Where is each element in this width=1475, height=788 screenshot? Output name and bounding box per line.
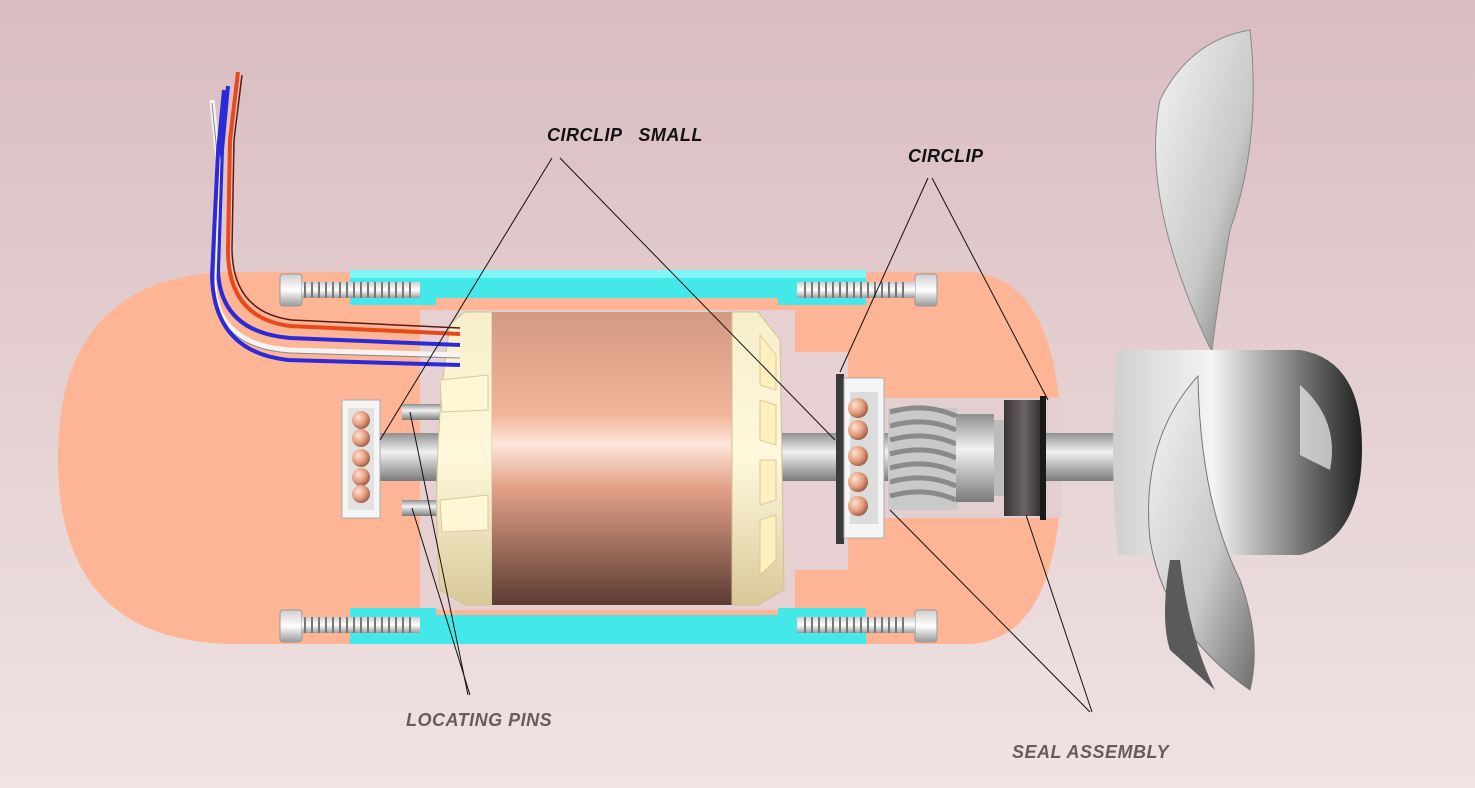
seal-spring xyxy=(888,405,958,510)
label-circlip-small: CIRCLIP SMALL xyxy=(547,125,703,145)
screw-top-left xyxy=(279,273,420,307)
leader-lines xyxy=(379,157,1093,713)
seal-ring xyxy=(1004,396,1046,520)
bearing-right xyxy=(836,374,885,544)
screw-bottom-left xyxy=(279,609,420,643)
label-circlip: CIRCLIP xyxy=(908,146,984,166)
housing-sleeve-bottom xyxy=(350,608,866,644)
bearing-left xyxy=(341,399,381,519)
end-bell-right xyxy=(731,311,785,606)
seal-collar xyxy=(956,414,1006,502)
screw-bottom-right xyxy=(797,609,938,643)
housing-sleeve-top xyxy=(350,270,866,305)
screw-top-right xyxy=(797,273,938,307)
rotor-can xyxy=(492,312,732,605)
propeller xyxy=(1113,29,1362,691)
label-seal-assembly: SEAL ASSEMBLY xyxy=(1012,742,1170,762)
end-bell-left xyxy=(436,311,493,606)
motor-wires xyxy=(209,71,461,367)
label-locating-pins: LOCATING PINS xyxy=(406,710,553,730)
